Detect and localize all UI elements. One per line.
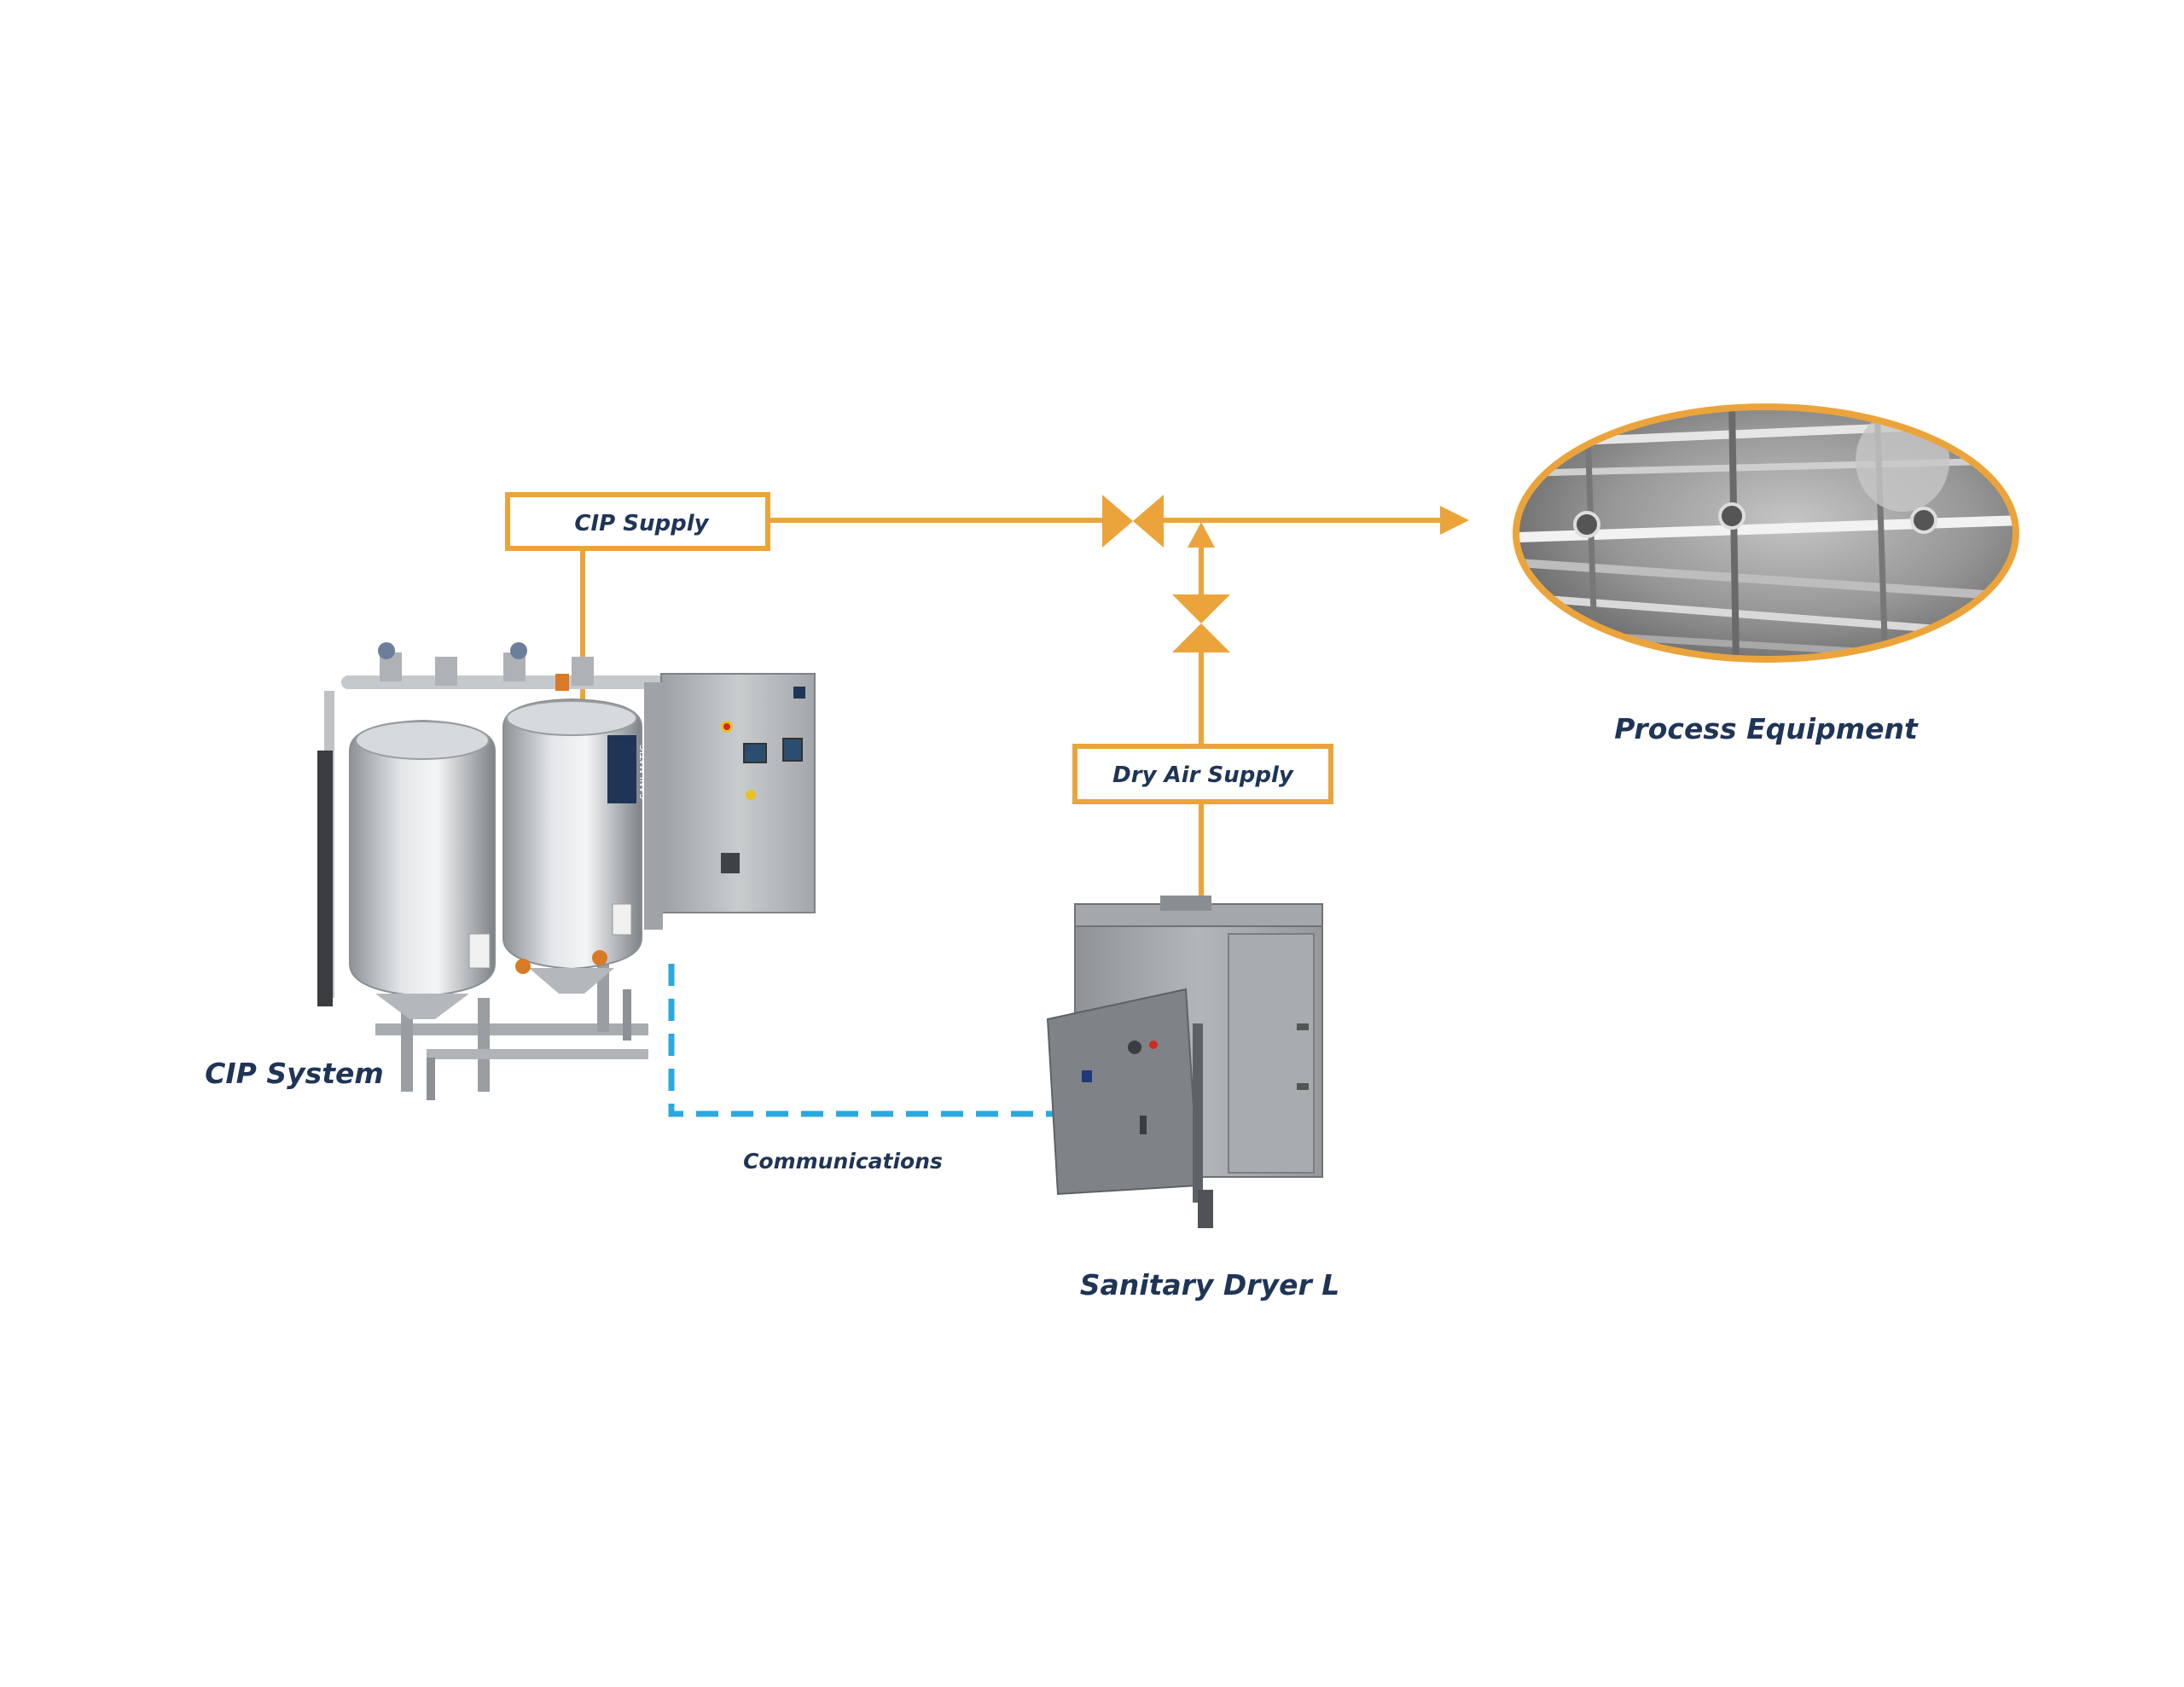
- cip-system-image: SANI-MATIC: [317, 642, 816, 1100]
- process-equipment-image: [1513, 403, 2019, 663]
- communications-label: Communications: [743, 1149, 943, 1174]
- communications-line: [668, 964, 1060, 1117]
- process-arrow-head: [1440, 506, 1469, 535]
- dry-air-supply-label: Dry Air Supply: [1112, 762, 1294, 788]
- process-equipment-caption: Process Equipment: [1614, 712, 1919, 745]
- sanitary-dryer-caption: Sanitary Dryer L: [1080, 1268, 1340, 1301]
- dry-air-arrow-head: [1188, 522, 1215, 548]
- cip-supply-label: CIP Supply: [574, 511, 709, 536]
- cip-supply-box: CIP Supply: [505, 492, 770, 551]
- main-valve-icon: [1102, 495, 1164, 548]
- dry-air-valve-icon: [1172, 594, 1230, 652]
- cip-system-caption: CIP System: [205, 1057, 384, 1090]
- process-equipment-frame: [1513, 403, 2019, 663]
- sanitary-dryer-image: [1046, 896, 1323, 1228]
- dry-air-supply-box: Dry Air Supply: [1072, 744, 1333, 804]
